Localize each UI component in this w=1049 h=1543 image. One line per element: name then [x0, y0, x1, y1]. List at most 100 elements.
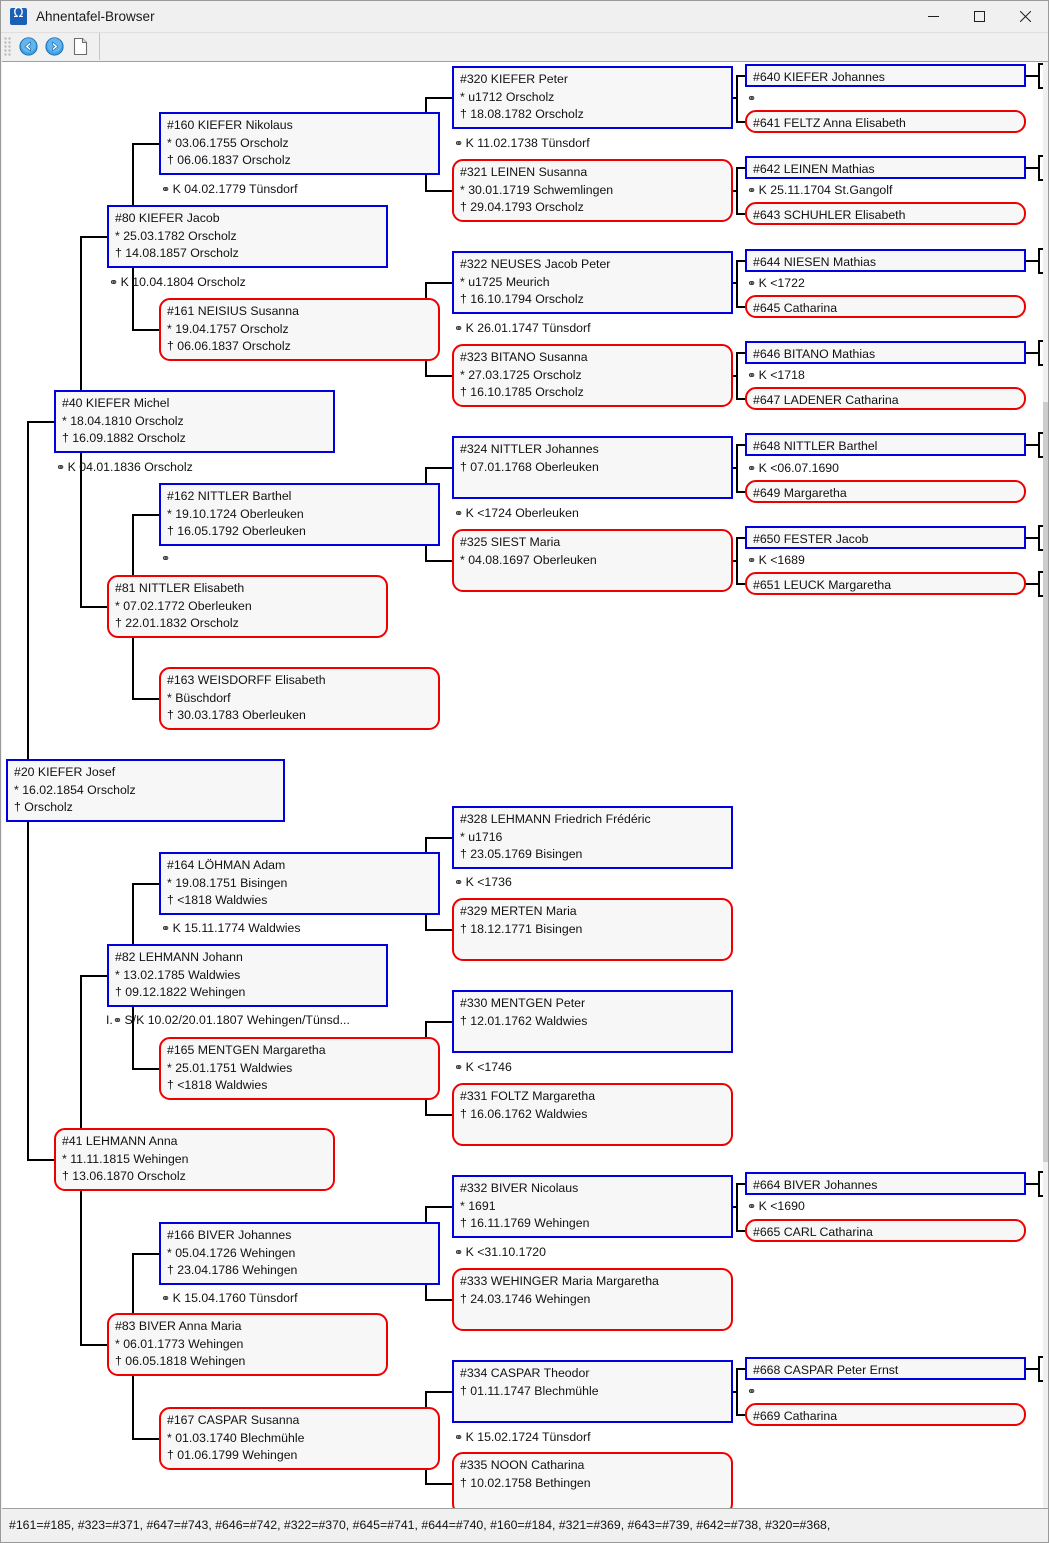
minimize-button[interactable]	[910, 1, 956, 32]
marriage-detail: K 10.04.1804 Orscholz	[117, 275, 246, 289]
toolbar-grip[interactable]	[4, 36, 12, 57]
close-button[interactable]	[1002, 1, 1048, 32]
connector-line	[132, 697, 159, 700]
connector-line	[1038, 431, 1040, 458]
person-birth: * 07.02.1772 Oberleuken	[115, 598, 252, 613]
person-birth: * 25.01.1751 Waldwies	[167, 1060, 293, 1075]
person-birth: † 07.01.1768 Oberleuken	[460, 459, 599, 474]
person-box-647[interactable]: #647 LADENER Catharina	[745, 387, 1026, 410]
vertical-scrollbar-thumb[interactable]	[1043, 402, 1048, 1162]
person-box-323[interactable]: #323 BITANO Susanna* 27.03.1725 Orscholz…	[452, 344, 733, 407]
person-box-335[interactable]: #335 NOON Catharina† 10.02.1758 Bethinge…	[452, 1452, 733, 1509]
person-box-668[interactable]: #668 CASPAR Peter Ernst	[745, 1357, 1026, 1380]
person-name: #164 LÖHMAN Adam	[167, 858, 286, 872]
person-death: † 23.05.1769 Bisingen	[460, 847, 583, 862]
person-box-645[interactable]: #645 Catharina	[745, 295, 1026, 318]
person-name: #165 MENTGEN Margaretha	[167, 1043, 326, 1057]
marriage-symbol-icon: ⚭	[747, 1200, 756, 1213]
connector-line	[736, 443, 738, 493]
ancestor-chart-canvas[interactable]: #20 KIEFER Josef* 16.02.1854 Orscholz† O…	[2, 61, 1048, 1509]
person-box-81[interactable]: #81 NITTLER Elisabeth* 07.02.1772 Oberle…	[107, 575, 388, 638]
person-box-20[interactable]: #20 KIEFER Josef* 16.02.1854 Orscholz† O…	[6, 759, 285, 822]
person-box-643[interactable]: #643 SCHUHLER Elisabeth	[745, 202, 1026, 225]
person-box-650[interactable]: #650 FESTER Jacob	[745, 526, 1026, 549]
connector-line	[736, 351, 745, 354]
document-icon[interactable]	[67, 35, 93, 59]
marriage-label-40: ⚭ K 04.01.1836 Orscholz	[56, 460, 193, 475]
marriage-label-640: ⚭	[747, 91, 756, 106]
forward-arrow-icon[interactable]	[41, 35, 67, 59]
person-box-640[interactable]: #640 KIEFER Johannes	[745, 64, 1026, 87]
maximize-button[interactable]	[956, 1, 1002, 32]
connector-line	[1026, 443, 1040, 446]
person-box-161[interactable]: #161 NEISIUS Susanna* 19.04.1757 Orschol…	[159, 298, 440, 361]
person-box-330[interactable]: #330 MENTGEN Peter† 12.01.1762 Waldwies	[452, 990, 733, 1053]
person-box-669[interactable]: #669 Catharina	[745, 1403, 1026, 1426]
person-box-166[interactable]: #166 BIVER Johannes* 05.04.1726 Wehingen…	[159, 1222, 440, 1285]
person-death: † <1818 Waldwies	[167, 1078, 268, 1093]
connector-line	[736, 259, 738, 308]
person-name: #328 LEHMANN Friedrich Frédéric	[460, 812, 651, 826]
connector-line	[425, 1205, 452, 1208]
person-box-642[interactable]: #642 LEINEN Mathias	[745, 156, 1026, 179]
person-birth: † 18.12.1771 Bisingen	[460, 921, 583, 936]
person-name: #647 LADENER Catharina	[753, 393, 899, 407]
person-box-664[interactable]: #664 BIVER Johannes	[745, 1172, 1026, 1195]
chart-content: #20 KIEFER Josef* 16.02.1854 Orscholz† O…	[2, 62, 1048, 1509]
person-death: † 16.10.1785 Orscholz	[460, 385, 584, 400]
person-birth: * 01.03.1740 Blechmühle	[167, 1430, 305, 1445]
person-box-333[interactable]: #333 WEHINGER Maria Margaretha† 24.03.17…	[452, 1268, 733, 1331]
person-box-41[interactable]: #41 LEHMANN Anna* 11.11.1815 Wehingen† 1…	[54, 1128, 335, 1191]
connector-line	[425, 928, 452, 931]
person-box-321[interactable]: #321 LEINEN Susanna* 30.01.1719 Schwemli…	[452, 159, 733, 222]
person-box-162[interactable]: #162 NITTLER Barthel* 19.10.1724 Oberleu…	[159, 483, 440, 546]
connector-line	[736, 443, 745, 446]
person-box-328[interactable]: #328 LEHMANN Friedrich Frédéric* u1716† …	[452, 806, 733, 869]
marriage-label-650: ⚭ K <1689	[747, 553, 805, 568]
person-box-164[interactable]: #164 LÖHMAN Adam* 19.08.1751 Bisingen† <…	[159, 852, 440, 915]
connector-line	[425, 466, 452, 469]
person-name: #20 KIEFER Josef	[14, 765, 116, 779]
person-name: #167 CASPAR Susanna	[167, 1413, 300, 1427]
person-death: † 16.05.1792 Oberleuken	[167, 524, 306, 539]
person-box-83[interactable]: #83 BIVER Anna Maria* 06.01.1773 Wehinge…	[107, 1313, 388, 1376]
marriage-symbol-icon: ⚭	[454, 322, 463, 335]
window-title: Ahnentafel-Browser	[36, 9, 155, 24]
person-name: #82 LEHMANN Johann	[115, 950, 243, 964]
person-box-160[interactable]: #160 KIEFER Nikolaus* 03.06.1755 Orschol…	[159, 112, 440, 175]
connector-line	[425, 559, 452, 562]
person-box-40[interactable]: #40 KIEFER Michel* 18.04.1810 Orscholz† …	[54, 390, 335, 453]
back-arrow-icon[interactable]	[15, 35, 41, 59]
person-box-331[interactable]: #331 FOLTZ Margaretha† 16.06.1762 Waldwi…	[452, 1083, 733, 1146]
marriage-detail: K 26.01.1747 Tünsdorf	[462, 321, 591, 335]
connector-line	[1038, 339, 1040, 366]
person-box-80[interactable]: #80 KIEFER Jacob* 25.03.1782 Orscholz† 1…	[107, 205, 388, 268]
marriage-label-166: ⚭ K 15.04.1760 Tünsdorf	[161, 1291, 298, 1306]
marriage-symbol-icon: ⚭	[454, 1431, 463, 1444]
person-box-649[interactable]: #649 Margaretha	[745, 480, 1026, 503]
person-box-322[interactable]: #322 NEUSES Jacob Peter* u1725 Meurich† …	[452, 251, 733, 314]
person-box-641[interactable]: #641 FELTZ Anna Elisabeth	[745, 110, 1026, 133]
person-box-163[interactable]: #163 WEISDORFF Elisabeth* Büschdorf† 30.…	[159, 667, 440, 730]
person-box-167[interactable]: #167 CASPAR Susanna * 01.03.1740 Blechmüh…	[159, 1407, 440, 1470]
connector-line	[1038, 1355, 1040, 1382]
person-name: #80 KIEFER Jacob	[115, 211, 220, 225]
person-box-320[interactable]: #320 KIEFER Peter* u1712 Orscholz† 18.08…	[452, 66, 733, 129]
person-box-325[interactable]: #325 SIEST Maria* 04.08.1697 Oberleuken	[452, 529, 733, 592]
person-box-644[interactable]: #644 NIESEN Mathias	[745, 249, 1026, 272]
person-box-648[interactable]: #648 NITTLER Barthel	[745, 433, 1026, 456]
person-box-665[interactable]: #665 CARL Catharina	[745, 1219, 1026, 1242]
person-name: #83 BIVER Anna Maria	[115, 1319, 242, 1333]
person-box-334[interactable]: #334 CASPAR Theodor† 01.11.1747 Blechmüh…	[452, 1360, 733, 1423]
person-box-329[interactable]: #329 MERTEN Maria† 18.12.1771 Bisingen	[452, 898, 733, 961]
vertical-scrollbar[interactable]	[1043, 62, 1048, 1509]
person-box-324[interactable]: #324 NITTLER Johannes† 07.01.1768 Oberle…	[452, 436, 733, 499]
connector-line	[1026, 536, 1040, 539]
marriage-label-642: ⚭ K 25.11.1704 St.Gangolf	[747, 183, 892, 198]
person-box-332[interactable]: #332 BIVER Nicolaus* 1691† 16.11.1769 We…	[452, 1175, 733, 1238]
marriage-detail: K <1718	[755, 368, 805, 382]
person-box-82[interactable]: #82 LEHMANN Johann* 13.02.1785 Waldwies†…	[107, 944, 388, 1007]
person-box-165[interactable]: #165 MENTGEN Margaretha * 25.01.1751 Wald…	[159, 1037, 440, 1100]
person-box-651[interactable]: #651 LEUCK Margaretha	[745, 572, 1026, 595]
person-box-646[interactable]: #646 BITANO Mathias	[745, 341, 1026, 364]
